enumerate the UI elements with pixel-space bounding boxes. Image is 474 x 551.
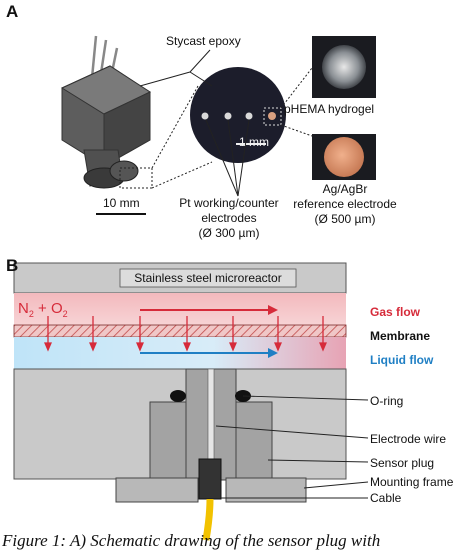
pt-electrode-3 bbox=[245, 112, 253, 120]
cable-connector bbox=[198, 458, 222, 500]
label-gas-flow: Gas flow bbox=[370, 305, 421, 319]
sensor-plug-3d bbox=[60, 65, 152, 189]
n2-text: N bbox=[18, 300, 29, 317]
label-mounting-frame: Mounting frame bbox=[370, 475, 454, 489]
pt-electrode-1 bbox=[201, 112, 209, 120]
label-membrane: Membrane bbox=[370, 329, 431, 343]
label-cable: Cable bbox=[370, 491, 402, 505]
label-sensor-plug: Sensor plug bbox=[370, 456, 435, 470]
label-scale-1mm: 1 mm bbox=[239, 135, 269, 149]
panel-letter-b: B bbox=[6, 256, 19, 275]
label-ag-line2: reference electrode bbox=[293, 197, 397, 211]
label-phema: pHEMA hydrogel bbox=[284, 102, 375, 116]
label-ag-electrode: Ag/AgBr reference electrode (Ø 500 µm) bbox=[286, 182, 404, 227]
figure-caption: Figure 1: A) Schematic drawing of the se… bbox=[2, 531, 381, 550]
ag-electrode bbox=[268, 112, 276, 120]
leader-lines-b bbox=[215, 395, 369, 499]
label-pt-electrodes: Pt working/counter electrodes (Ø 300 µm) bbox=[164, 196, 294, 241]
label-pt-line3: (Ø 300 µm) bbox=[198, 226, 260, 240]
label-electrode-wire: Electrode wire bbox=[370, 432, 447, 446]
zoom-box-electrode bbox=[263, 107, 282, 126]
label-oring: O-ring bbox=[370, 394, 404, 408]
n2-subscript: 2 bbox=[28, 309, 34, 319]
reactor-label-box bbox=[119, 268, 297, 288]
label-reactor: Stainless steel microreactor bbox=[134, 271, 282, 285]
label-stycast: Stycast epoxy bbox=[166, 34, 241, 48]
diffusion-arrows bbox=[44, 316, 327, 352]
label-ag-line3: (Ø 500 µm) bbox=[314, 212, 376, 226]
cable bbox=[202, 498, 214, 541]
plus-o-text: + O bbox=[33, 300, 63, 317]
membrane bbox=[13, 324, 347, 338]
gas-flow-arrow bbox=[140, 305, 278, 315]
mounting-frame-left bbox=[115, 477, 199, 503]
label-pt-line1: Pt working/counter bbox=[179, 196, 279, 210]
oring-left bbox=[170, 390, 186, 402]
label-ag-line1: Ag/AgBr bbox=[322, 182, 368, 196]
panel-letter-a: A bbox=[6, 2, 19, 21]
agagbr-photo bbox=[312, 134, 376, 180]
zoom-box-tip bbox=[119, 167, 153, 189]
pt-electrode-2 bbox=[224, 112, 232, 120]
phema-photo bbox=[312, 36, 376, 98]
label-liquid-flow: Liquid flow bbox=[370, 353, 434, 367]
label-scale-10mm: 10 mm bbox=[103, 196, 140, 210]
label-n2-o2: N2 + O2 bbox=[18, 300, 68, 323]
liquid-flow-arrow bbox=[140, 348, 278, 358]
label-pt-line2: electrodes bbox=[201, 211, 257, 225]
o2-subscript: 2 bbox=[62, 309, 68, 319]
